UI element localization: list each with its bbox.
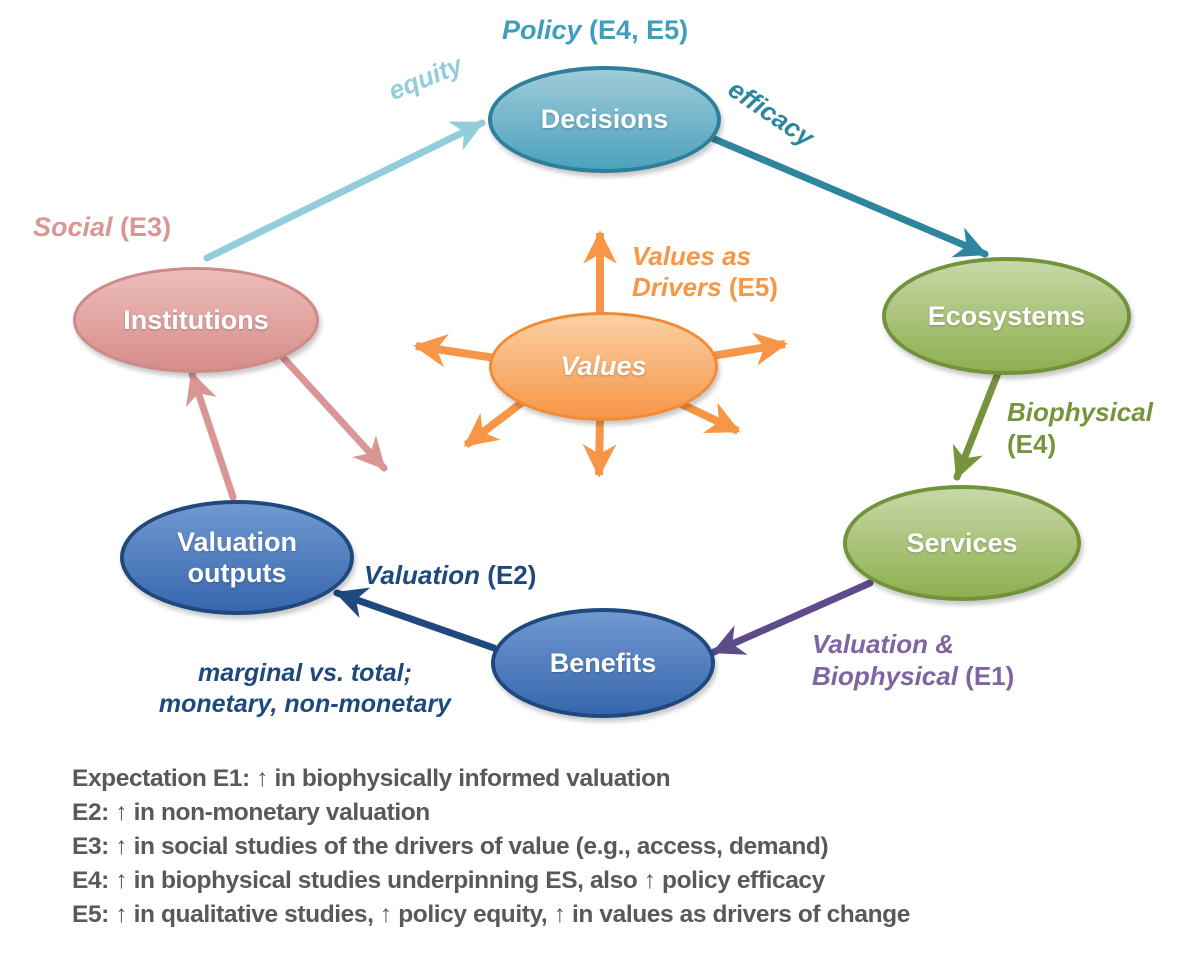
node-decisions-label: Decisions	[540, 104, 669, 135]
node-ecosystems: Ecosystems	[882, 257, 1131, 375]
valuation-biophysical-line1: Valuation &	[812, 629, 955, 659]
policy-edge-label-rest: (E4, E5)	[581, 15, 689, 45]
valuation-biophysical-line2-italic: Biophysical	[812, 661, 958, 691]
arrow-decisions-to-ecosystems-efficacy	[701, 131, 989, 258]
values-radiating-arrow-left	[413, 334, 496, 368]
values-radiating-arrow-right	[705, 332, 788, 366]
social-edge-label-rest: (E3)	[112, 212, 172, 242]
arrow-services-to-benefits-valuation-biophysical	[710, 579, 874, 656]
valuation-biophysical-edge-label: Valuation & Biophysical (E1)	[812, 628, 1014, 692]
valuation-note-line1: marginal vs. total;	[198, 659, 412, 687]
expectations-legend: Expectation E1: ↑ in biophysically infor…	[72, 762, 910, 932]
node-institutions-label: Institutions	[123, 304, 269, 335]
node-institutions: Institutions	[73, 267, 319, 373]
policy-edge-label-italic: Policy	[502, 15, 582, 45]
valuation-edge-label-rest: (E2)	[480, 560, 537, 590]
node-benefits: Benefits	[491, 608, 715, 718]
arrow-institutions-to-decisions-equity	[203, 119, 486, 262]
legend-line-e5: E5: ↑ in qualitative studies, ↑ policy e…	[72, 901, 910, 928]
values-radiating-arrow-down	[582, 412, 617, 478]
arrow-ecosystems-to-services-biophysical	[952, 364, 1004, 481]
arrow-benefits-to-valuation-outputs	[333, 587, 498, 652]
biophysical-edge-label-rest: (E4)	[1007, 429, 1057, 459]
legend-line-e3: E3: ↑ in social studies of the drivers o…	[72, 833, 829, 860]
node-decisions: Decisions	[488, 66, 721, 173]
valuation-note-line2: monetary, non-monetary	[158, 690, 452, 718]
node-ecosystems-label: Ecosystems	[927, 300, 1086, 331]
values-as-drivers-line2-rest: (E5)	[721, 272, 778, 302]
values-as-drivers-line1: Values as	[632, 241, 752, 271]
valuation-edge-label-italic: Valuation	[364, 560, 481, 590]
valuation-biophysical-line2-rest: (E1)	[957, 661, 1015, 691]
node-valuation-outputs: Valuation outputs	[120, 500, 354, 615]
biophysical-edge-label: Biophysical (E4)	[1007, 396, 1153, 460]
node-services: Services	[843, 485, 1081, 601]
social-edge-label: Social (E3)	[33, 212, 171, 243]
arrow-institutions-to-center	[274, 348, 388, 472]
values-radiating-arrow-down-right	[675, 398, 741, 435]
biophysical-edge-label-italic: Biophysical	[1007, 397, 1153, 427]
node-values-label: Values	[560, 351, 647, 382]
valuation-edge-label: Valuation (E2)	[364, 560, 536, 591]
social-edge-label-italic: Social	[33, 212, 113, 242]
node-valuation-outputs-label: Valuation outputs	[176, 527, 298, 588]
values-radiating-arrow-down-left	[463, 397, 527, 449]
legend-line-e2: E2: ↑ in non-monetary valuation	[72, 799, 430, 826]
arrow-valuation-outputs-to-institutions	[186, 370, 237, 501]
legend-line-e1: Expectation E1: ↑ in biophysically infor…	[72, 765, 671, 792]
values-as-drivers-label: Values as Drivers (E5)	[632, 241, 778, 303]
values-as-drivers-line2-italic: Drivers	[632, 272, 722, 302]
node-services-label: Services	[906, 527, 1018, 558]
valuation-note: marginal vs. total; monetary, non-moneta…	[95, 658, 515, 720]
legend-line-e4: E4: ↑ in biophysical studies underpinnin…	[72, 867, 825, 894]
policy-edge-label: Policy (E4, E5)	[502, 15, 688, 46]
node-values: Values	[489, 312, 718, 421]
node-benefits-label: Benefits	[549, 647, 657, 678]
